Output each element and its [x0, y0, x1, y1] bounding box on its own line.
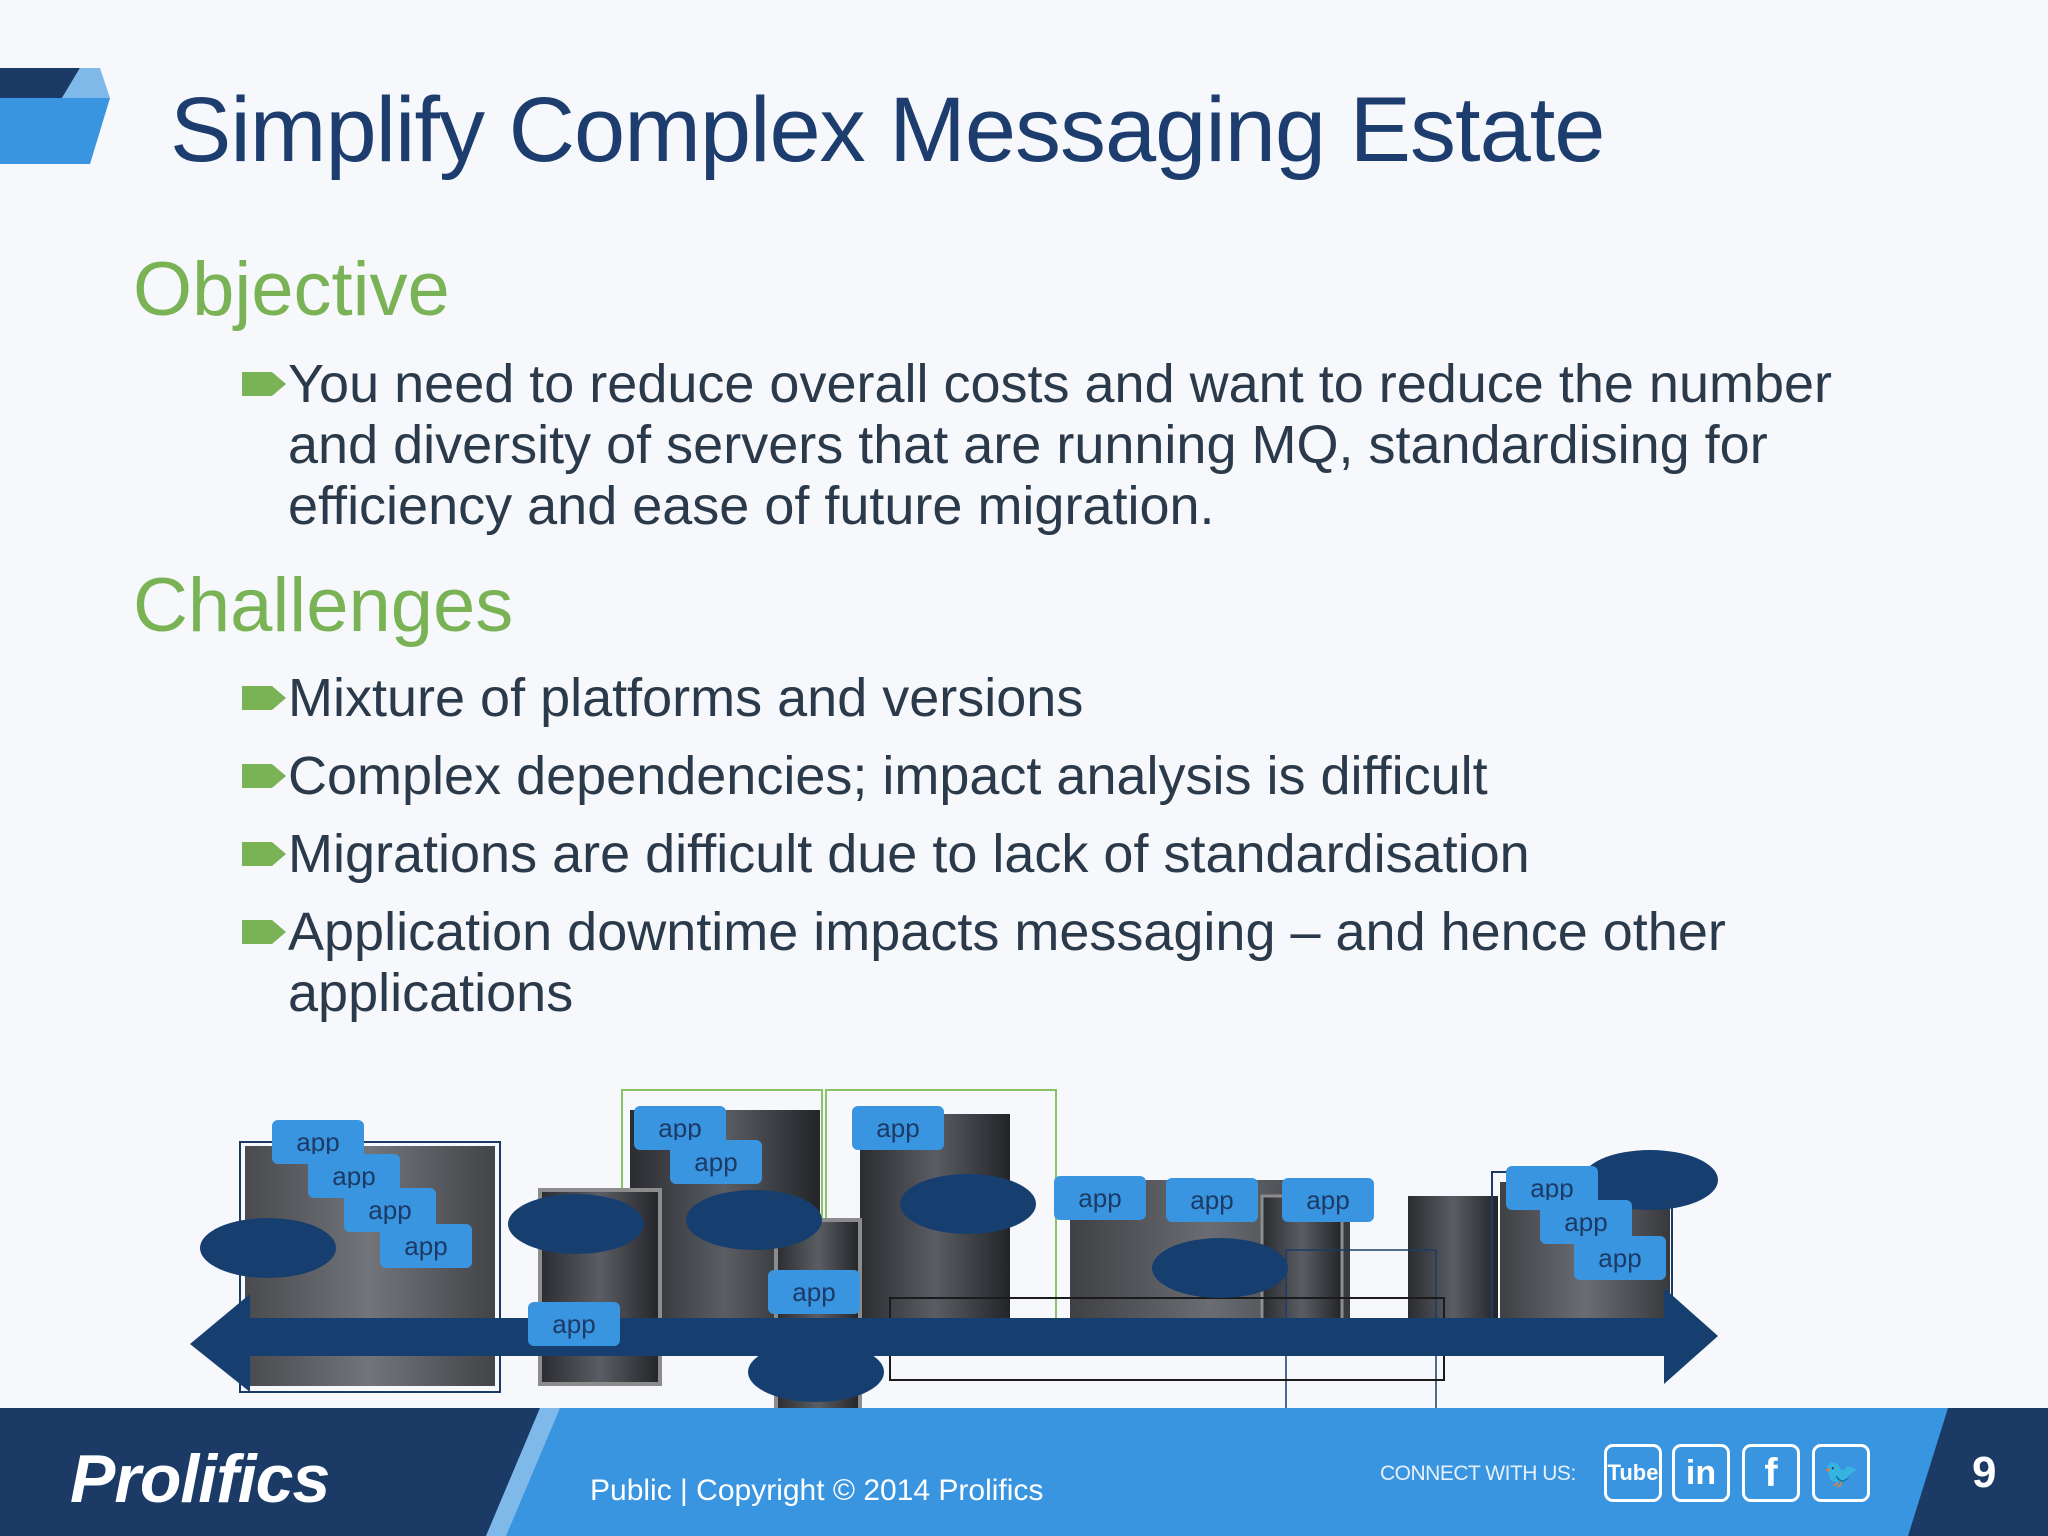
challenge-text: Migrations are difficult due to lack of … — [288, 824, 1530, 884]
app-label: app — [404, 1231, 447, 1261]
slide-title: Simplify Complex Messaging Estate — [170, 79, 1605, 181]
app-label: app — [1598, 1243, 1641, 1273]
objective-bullet: You need to reduce overall costs and wan… — [240, 354, 1880, 537]
app-label: app — [1306, 1185, 1349, 1215]
challenge-item: Complex dependencies; impact analysis is… — [240, 746, 1880, 807]
arrow-bullet-icon — [242, 372, 286, 396]
footer-copyright: Public | Copyright © 2014 Prolifics — [590, 1474, 1044, 1507]
app-label: app — [876, 1113, 919, 1143]
app-label: app — [1564, 1207, 1607, 1237]
objective-text: You need to reduce overall costs and wan… — [288, 354, 1833, 536]
messaging-bus-arrow — [190, 1288, 1718, 1392]
twitter-icon[interactable]: 🐦 — [1812, 1444, 1870, 1502]
objective-heading: Objective — [133, 247, 450, 332]
challenge-text: Complex dependencies; impact analysis is… — [288, 746, 1488, 806]
challenge-item: Application downtime impacts messaging –… — [240, 902, 1880, 1024]
app-label: app — [1078, 1183, 1121, 1213]
page-number: 9 — [1972, 1448, 1997, 1497]
app-boxes: app app app app app app app app app app … — [272, 1106, 1666, 1346]
app-label: app — [792, 1277, 835, 1307]
footer-bar — [0, 1408, 2048, 1536]
arrow-bullet-icon — [242, 686, 286, 710]
queue-manager-nodes — [200, 1150, 1718, 1402]
challenge-item: Mixture of platforms and versions — [240, 668, 1880, 729]
app-label: app — [1530, 1173, 1573, 1203]
app-label: app — [296, 1127, 339, 1157]
app-label: app — [332, 1161, 375, 1191]
app-label: app — [368, 1195, 411, 1225]
challenge-item: Migrations are difficult due to lack of … — [240, 824, 1880, 885]
arrow-bullet-icon — [242, 920, 286, 944]
challenge-text: Mixture of platforms and versions — [288, 668, 1084, 728]
connect-with-us-label: CONNECT WITH US: — [1380, 1462, 1576, 1485]
app-label: app — [1190, 1185, 1233, 1215]
messaging-estate-diagram: app app app app app app app app app app … — [190, 1089, 1718, 1416]
app-label: app — [552, 1309, 595, 1339]
youtube-icon[interactable]: Tube — [1604, 1444, 1662, 1502]
challenges-heading: Challenges — [133, 563, 514, 648]
arrow-bullet-icon — [242, 842, 286, 866]
facebook-icon[interactable]: f — [1742, 1444, 1800, 1502]
app-label: app — [658, 1113, 701, 1143]
arrow-bullet-icon — [242, 764, 286, 788]
linkedin-icon[interactable]: in — [1672, 1444, 1730, 1502]
corner-accent-graphic — [0, 68, 110, 164]
challenge-text: Application downtime impacts messaging –… — [288, 902, 1726, 1023]
prolifics-logo: Prolifics — [70, 1441, 330, 1517]
app-label: app — [694, 1147, 737, 1177]
